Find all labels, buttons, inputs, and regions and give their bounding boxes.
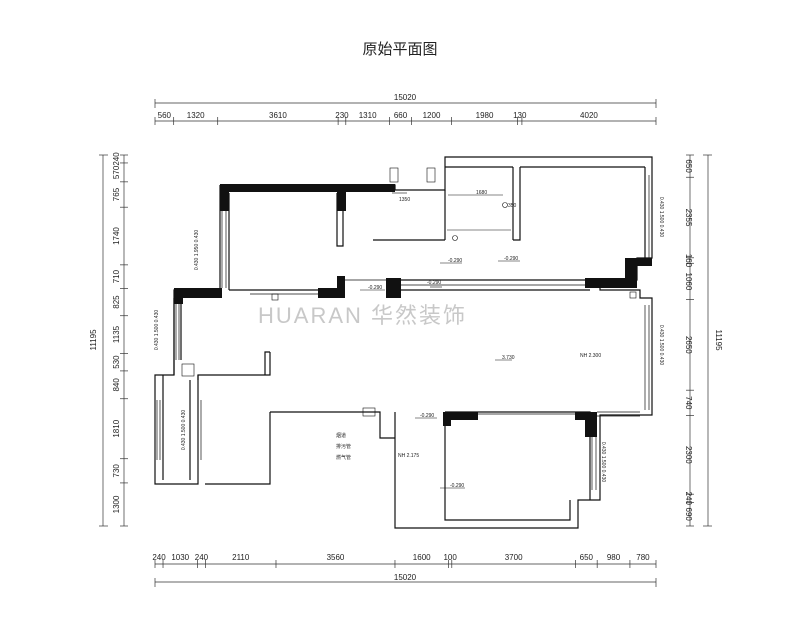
left-dim-segment-label: 530 — [112, 355, 121, 369]
level-d: -0.290 — [504, 256, 518, 262]
ceiling-height-1: NH 2.300 — [580, 353, 601, 359]
top-dimension-group — [154, 99, 657, 122]
watermark: HUARAN 华然装饰 — [258, 303, 467, 328]
bottom-dim-segment-label: 650 — [580, 553, 594, 562]
window-label-right-middle: 0.430 1.500 0.430 — [658, 325, 664, 366]
top-dim-segment-label: 660 — [394, 111, 408, 120]
window-label-right-lower: 0.430 1.500 0.430 — [600, 442, 606, 483]
left-total-dim: 11195 — [89, 329, 98, 351]
right-total-dim: 11195 — [714, 329, 723, 351]
page-title: 原始平面图 — [362, 40, 438, 58]
window-label-right-upper: 0.430 1.500 0.430 — [658, 197, 664, 238]
top-dim-segment-label: 1200 — [423, 111, 441, 120]
bottom-dim-segment-label: 1600 — [413, 553, 431, 562]
left-dimension-group — [99, 154, 125, 527]
bottom-dim-segment-label: 980 — [607, 553, 621, 562]
left-dim-segment-label: 1740 — [112, 227, 121, 245]
top-dim-segment-label: 130 — [513, 111, 527, 120]
right-dim-segment-label: 650 — [684, 159, 693, 173]
right-dim-ticks: 650 2355 160 1060 2650 740 2300 240 690 — [684, 154, 694, 527]
left-dim-segment-label: 840 — [112, 378, 121, 392]
top-dim-segment-label: 1320 — [187, 111, 205, 120]
right-dim-segment-label: 2650 — [684, 336, 693, 354]
left-dim-segment-label: 1135 — [112, 325, 121, 343]
right-dim-segment-label: 160 — [684, 254, 693, 268]
level-c: -0.290 — [448, 258, 462, 264]
windows — [156, 175, 650, 490]
left-dim-segment-label: 240 — [112, 152, 121, 166]
fixtures — [181, 167, 637, 417]
left-dim-segment-label: 825 — [112, 295, 121, 309]
right-dimension-group — [689, 154, 712, 527]
right-dim-segment-label: 740 — [684, 396, 693, 410]
bottom-dim-segment-label: 3700 — [505, 553, 523, 562]
bottom-total-dim: 15020 — [394, 573, 417, 582]
note-3: 燃气管 — [336, 454, 351, 461]
left-dim-segment-label: 710 — [112, 269, 121, 283]
level-f: -0.290 — [450, 483, 464, 489]
wall-outline — [154, 156, 653, 529]
level-e: -0.290 — [420, 413, 434, 419]
top-dim-segment-label: 1980 — [476, 111, 494, 120]
bottom-dim-segment-label: 240 — [195, 553, 209, 562]
left-dim-segment-label: 730 — [112, 464, 121, 478]
ceiling-height-2: NH 2.175 — [398, 453, 419, 459]
left-dim-segment-label: 1810 — [112, 419, 121, 437]
level-a: -0.290 — [368, 285, 382, 291]
bottom-dimension-group — [154, 563, 657, 587]
center-level: 3.730 — [502, 355, 515, 361]
left-dim-segment-label: 1300 — [112, 495, 121, 513]
left-dim-segment-label: 765 — [112, 187, 121, 201]
top-dim-segment-label: 3610 — [269, 111, 287, 120]
top-dim-segment-label: 4020 — [580, 111, 598, 120]
dim-1350: 1350 — [399, 197, 410, 203]
window-label-left-lower: 0.430 1.500 0.430 — [154, 310, 160, 351]
bottom-dim-segment-label: 100 — [443, 553, 457, 562]
right-dim-segment-label: 240 — [684, 492, 693, 506]
dim-1680: 1680 — [476, 190, 487, 196]
right-dim-segment-label: 690 — [684, 508, 693, 522]
right-dim-segment-label: 1060 — [684, 273, 693, 291]
level-b: -0.290 — [427, 280, 441, 286]
bottom-dim-segment-label: 240 — [152, 553, 166, 562]
bottom-dim-segment-label: 3560 — [327, 553, 345, 562]
note-1: 烟道 — [336, 432, 346, 439]
top-dim-segment-label: 1310 — [359, 111, 377, 120]
top-dim-segment-label: 230 — [335, 111, 349, 120]
right-dim-segment-label: 2355 — [684, 209, 693, 227]
note-2: 排污管 — [336, 443, 351, 450]
left-dim-segment-label: 570 — [112, 165, 121, 179]
window-label-bottom-left: 0.430 1.500 0.430 — [181, 410, 187, 451]
bottom-dim-ticks: 240 1030 240 2110 3560 1600 100 3700 650 980 780 — [152, 553, 657, 568]
bottom-dim-segment-label: 1030 — [171, 553, 189, 562]
top-total-dim: 15020 — [394, 93, 417, 102]
window-label-left-upper: 0.430 1.950 0.430 — [194, 230, 200, 271]
top-dim-ticks: 560 1320 3610 230 1310 660 1200 1980 130 4020 — [154, 111, 657, 125]
level-markers — [360, 260, 520, 489]
bottom-dim-segment-label: 2110 — [232, 553, 250, 562]
solid-walls — [174, 184, 652, 437]
top-dim-segment-label: 560 — [158, 111, 172, 120]
level-350: 350 — [508, 203, 517, 209]
right-dim-segment-label: 2300 — [684, 446, 693, 464]
bottom-dim-segment-label: 780 — [636, 553, 650, 562]
